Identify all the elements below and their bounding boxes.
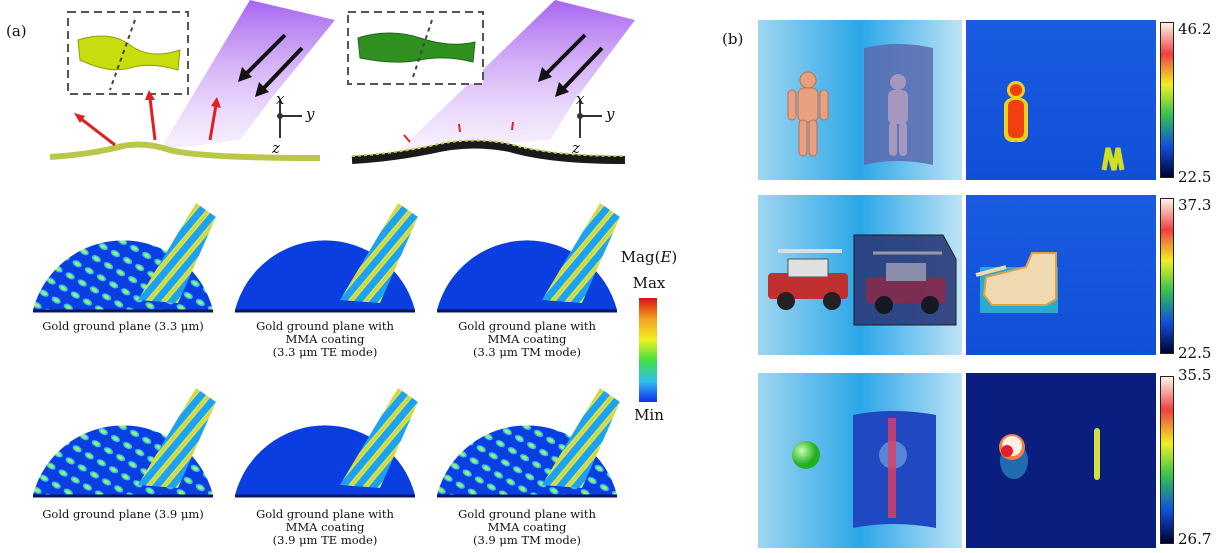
thermal-max-2: 37.3 <box>1178 196 1212 214</box>
panel-b-label: (b) <box>722 30 744 48</box>
scene-human-photo <box>758 20 962 180</box>
field-map-mma-tm-3-9 <box>437 388 620 498</box>
axis-z-label-1: z <box>272 139 280 157</box>
thermal-sphere-image <box>966 373 1156 548</box>
colorbar-max-label: Max <box>632 274 666 292</box>
colorbar-title: Mag(E) <box>620 248 678 266</box>
thermal-min-3: 26.7 <box>1178 530 1212 548</box>
axis-x-label-1: x <box>276 90 285 108</box>
thermal-colorbar-3 <box>1160 376 1174 544</box>
axis-y-label-2: y <box>606 105 615 123</box>
field-map-mma-tm-3-3 <box>437 203 620 313</box>
thermal-human-image <box>966 20 1156 180</box>
thermal-max-1: 46.2 <box>1178 20 1212 38</box>
scene-vehicle-photo <box>758 195 962 355</box>
thermal-colorbar-1 <box>1160 22 1174 178</box>
schematic-gold-plane <box>49 0 335 161</box>
thermal-min-1: 22.5 <box>1178 168 1212 186</box>
thermal-min-2: 22.5 <box>1178 344 1212 362</box>
panel-a-label: (a) <box>6 22 27 40</box>
axis-z-label-2: z <box>572 139 580 157</box>
field-map-mma-te-3-9 <box>235 388 418 498</box>
field-map-gold-3-9 <box>33 388 216 498</box>
thermal-max-3: 35.5 <box>1178 366 1212 384</box>
axis-y-label-1: y <box>306 105 315 123</box>
colorbar-gradient <box>639 298 657 402</box>
caption-row1-col1: Gold ground plane (3.3 μm) <box>42 319 204 333</box>
thermal-colorbar-2 <box>1160 198 1174 354</box>
field-map-mma-te-3-3 <box>235 203 418 313</box>
colorbar-min-label: Min <box>634 406 664 424</box>
schematic-mma-coating <box>347 0 635 164</box>
thermal-vehicle-image <box>966 195 1156 355</box>
caption-row2-col1: Gold ground plane (3.9 μm) <box>42 507 204 521</box>
field-map-gold-3-3 <box>33 203 216 313</box>
axis-x-label-2: x <box>576 90 585 108</box>
scene-sphere-photo <box>758 373 962 548</box>
